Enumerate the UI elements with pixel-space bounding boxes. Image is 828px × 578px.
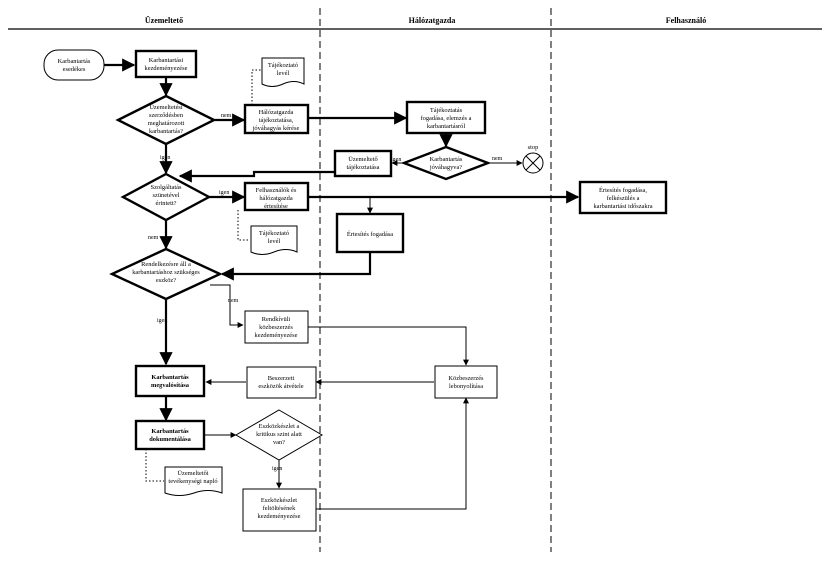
doc-info1-line-2: levél <box>277 70 290 77</box>
label-no-rule: nem <box>221 113 232 119</box>
n-do-line-2: megvalósítása <box>151 382 190 389</box>
process-network-receive-info: Tájékoztatás fogadása, elemzés a karbant… <box>405 100 487 135</box>
start-line-1: Karbantartás <box>58 58 91 65</box>
n-extra-proc-line-1: Rendkívüli <box>262 316 291 323</box>
d-rule-line-3: meghatározott <box>148 120 185 127</box>
label-yes-outage: igen <box>219 190 229 196</box>
process-procurement: Közbeszerzés lebonyolítása <box>434 365 498 399</box>
label-yes-devices: igen <box>157 318 167 324</box>
decision-maintenance-approved: Karbantartás jóváhagyva? <box>400 145 492 181</box>
n-net-recv-line-1: Tájékoztatás <box>430 107 463 114</box>
label-no-outage: nem <box>148 235 159 241</box>
process-notify-users-network: Felhasználók és hálózatgazda értesítése <box>243 181 310 212</box>
decision-stock-critical: Eszközkészlet a kritikus szint alatt van… <box>235 409 323 461</box>
n-do-line-1: Karbantartás <box>151 374 189 381</box>
stop-label: stop <box>528 144 539 151</box>
d-rule-line-2: szerződésben <box>149 112 184 119</box>
n-user-inform-line-3: értesítése <box>264 203 288 210</box>
n-spare-line-3: kezdeményezése <box>258 513 301 520</box>
process-user-receive-notice: Értesítés fogadása, felkészülés a karban… <box>578 180 668 215</box>
start-terminator: Karbantartás esedékes <box>43 49 105 81</box>
n-net-ack-line-1: Értesítés fogadása <box>347 230 393 238</box>
process-maintenance-initiation: Karbantartási kezdeményezése <box>134 49 198 79</box>
n-user-recv-line-3: karbantartási időszakra <box>593 203 652 210</box>
d-rule-line-4: karbantartás? <box>149 128 183 135</box>
n-net-recv-line-3: karbantartásról <box>427 123 466 130</box>
label-no-approve: nem <box>492 156 503 162</box>
n-op-inform-line-1: Üzemeltető <box>348 156 377 163</box>
stop-terminator: stop <box>522 144 544 174</box>
process-inform-network-owner: Hálózatgazda tájékoztatása, jóváhagyás k… <box>243 103 310 135</box>
lane-title-user: Felhasználó <box>666 16 706 25</box>
n-user-inform-line-1: Felhasználók és <box>256 187 297 194</box>
d-outage-line-2: szünetével <box>153 192 180 199</box>
process-restock-initiation: Eszközkészlet feltöltésének kezdeményezé… <box>242 488 317 532</box>
n-intent-line-2: kezdeményezése <box>145 65 188 72</box>
d-devices-line-2: karbantartáshoz szükséges <box>132 269 200 276</box>
n-intent-line-1: Karbantartási <box>149 57 184 64</box>
start-line-2: esedékes <box>63 66 86 73</box>
label-no-devices: nem <box>228 298 239 304</box>
d-outage-line-3: érintett? <box>156 200 177 207</box>
document-info-letter-1: Tájékoztató levél <box>261 57 305 87</box>
n-info-req-line-2: tájékoztatása, <box>259 117 294 124</box>
process-extra-procurement: Rendkívüli közbeszerzés kezdeményezése <box>244 310 309 344</box>
doc-log-line-1: Üzemeltetői <box>177 470 208 477</box>
doc-info2-line-1: Tájékoztató <box>259 230 289 237</box>
n-spare-line-1: Eszközkészlet <box>261 497 297 504</box>
n-user-inform-line-2: hálózatgazda <box>259 195 293 202</box>
n-docs-line-1: Karbantartás <box>151 428 189 435</box>
n-docs-line-2: dokumentálása <box>149 436 191 443</box>
label-yes-rule: igen <box>160 155 170 161</box>
decision-devices-available: Rendelkezésre áll a karbantartáshoz szük… <box>109 247 223 301</box>
n-spare-line-2: feltöltésének <box>263 505 296 512</box>
process-network-ack-notice: Értesítés fogadása <box>335 212 405 254</box>
d-rule-line-1: Üzemeltetési <box>149 104 183 111</box>
d-approve-line-1: Karbantartás <box>430 156 463 163</box>
doc-info1-line-1: Tájékoztató <box>268 62 298 69</box>
n-user-recv-line-1: Értesítés fogadása, <box>599 186 647 194</box>
n-receive-line-2: eszközök átvétele <box>258 383 303 390</box>
decision-contract-maintenance: Üzemeltetési szerződésben meghatározott … <box>115 94 217 146</box>
process-inform-operator: Üzemeltető tájékoztatása <box>333 149 393 178</box>
n-info-req-line-3: jóváhagyás kérése <box>252 125 300 132</box>
d-outage-line-1: Szolgáltatás <box>151 184 182 191</box>
label-yes-approve: igen <box>391 157 401 163</box>
doc-log-line-2: tevékenységi napló <box>168 478 217 485</box>
n-net-recv-line-2: fogadása, elemzés a <box>421 115 472 122</box>
lane-title-operator: Üzemeltető <box>145 16 183 25</box>
process-perform-maintenance: Karbantartás megvalósítása <box>134 364 206 398</box>
document-info-letter-2: Tájékoztató levél <box>250 225 298 255</box>
label-yes-spare: igen <box>272 466 282 472</box>
d-spare-line-3: van? <box>273 439 285 446</box>
n-info-req-line-1: Hálózatgazda <box>259 109 294 116</box>
document-operator-log: Üzemeltetői tevékenységi napló <box>164 466 223 496</box>
decision-service-outage: Szolgáltatás szünetével érintett? <box>120 172 212 222</box>
d-devices-line-3: eszköz? <box>156 277 176 284</box>
d-spare-line-1: Eszközkészlet a <box>259 423 300 430</box>
n-extra-proc-line-2: közbeszerzés <box>259 324 293 331</box>
swimlane-headers: Üzemeltető Hálózatgazda Felhasználó <box>8 8 822 552</box>
n-op-inform-line-2: tájékoztatása <box>347 164 380 171</box>
process-document-maintenance: Karbantartás dokumentálása <box>134 419 206 451</box>
n-extra-proc-line-3: kezdeményezése <box>255 332 298 339</box>
connector-labels: nem igen nem igen igen nem nem igen igen <box>148 113 503 472</box>
d-approve-line-2: jóváhagyva? <box>429 164 462 171</box>
n-procurement-line-2: lebonyolítása <box>449 383 483 390</box>
d-spare-line-2: kritikus szint alatt <box>256 431 302 438</box>
process-receive-devices: Beszerzett eszközök átvétele <box>246 366 317 399</box>
connectors <box>104 58 580 510</box>
lane-title-network-owner: Hálózatgazda <box>409 16 456 25</box>
n-receive-line-1: Beszerzett <box>268 375 295 382</box>
d-devices-line-1: Rendelkezésre áll a <box>141 261 191 268</box>
n-procurement-line-1: Közbeszerzés <box>448 375 484 382</box>
n-user-recv-line-2: felkészülés a <box>607 195 640 202</box>
doc-info2-line-2: levél <box>268 238 281 245</box>
